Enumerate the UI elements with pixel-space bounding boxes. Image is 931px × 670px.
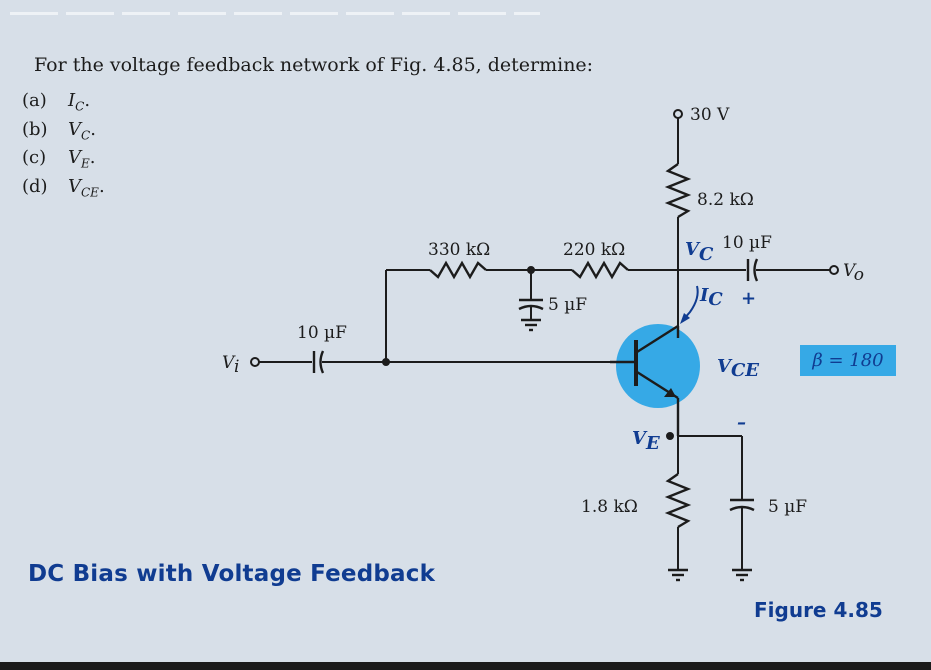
part-label: (b) — [22, 119, 48, 140]
part-end: . — [90, 119, 96, 140]
part-label: (c) — [22, 147, 47, 168]
cap-base-label: 5 µF — [548, 295, 587, 315]
beta-label: β = 180 — [812, 350, 884, 371]
cap-emitter-label: 5 µF — [768, 497, 807, 517]
question-part-d: (d) VCE. — [22, 176, 105, 200]
rb1-label: 330 kΩ — [428, 240, 490, 260]
emitter-wires — [664, 432, 755, 582]
circuit-wires — [250, 109, 839, 374]
vce-label: VCE — [717, 356, 759, 381]
part-subscript: C — [81, 128, 91, 143]
section-heading: DC Bias with Voltage Feedback — [28, 561, 436, 587]
question-part-c: (c) VE. — [22, 147, 96, 171]
emitter-arrow — [664, 388, 676, 397]
top-rule — [10, 12, 540, 15]
cap-in-plate — [319, 350, 325, 374]
minus-label: – — [737, 412, 746, 433]
output-terminal — [829, 265, 839, 275]
part-subscript: E — [81, 156, 90, 171]
ic-arrowhead — [680, 313, 690, 324]
cap-base-plate — [518, 304, 544, 311]
vc-label: VC — [685, 239, 714, 265]
cap-out-label: 10 µF — [722, 233, 772, 253]
part-symbol: I — [68, 90, 76, 111]
resistor-rc — [664, 163, 692, 219]
supply-terminal — [673, 109, 683, 119]
screen-bezel — [0, 662, 931, 670]
vo-label: Vo — [843, 261, 864, 285]
cap-out-plate — [753, 258, 759, 282]
cap-in-label: 10 µF — [297, 323, 347, 343]
part-symbol: V — [68, 176, 81, 197]
resistor-rb2 — [571, 260, 629, 280]
rb2-label: 220 kΩ — [563, 240, 625, 260]
resistor-rb1 — [429, 260, 487, 280]
beta-box — [800, 345, 896, 376]
transistor-body — [616, 324, 700, 408]
part-label: (a) — [22, 90, 47, 111]
problem-intro: For the voltage feedback network of Fig.… — [34, 54, 594, 76]
part-symbol: V — [68, 119, 81, 140]
ic-arrow — [682, 285, 699, 321]
supply-label: 30 V — [690, 105, 730, 125]
question-part-b: (b) VC. — [22, 119, 96, 143]
part-end: . — [98, 176, 105, 197]
part-subscript: CE — [81, 185, 99, 200]
figure-label: Figure 4.85 — [754, 598, 883, 622]
input-terminal — [250, 357, 260, 367]
vi-label: Vi — [222, 353, 239, 377]
part-label: (d) — [22, 176, 48, 197]
question-part-a: (a) IC. — [22, 90, 90, 114]
part-end: . — [89, 147, 96, 168]
part-symbol: V — [68, 147, 81, 168]
part-end: . — [84, 90, 91, 111]
re-label: 1.8 kΩ — [581, 497, 638, 517]
part-subscript: C — [75, 99, 85, 114]
plus-label: + — [741, 288, 756, 309]
rc-label: 8.2 kΩ — [697, 190, 754, 210]
ic-label: IC — [699, 285, 723, 310]
ve-label: VE — [632, 428, 660, 454]
